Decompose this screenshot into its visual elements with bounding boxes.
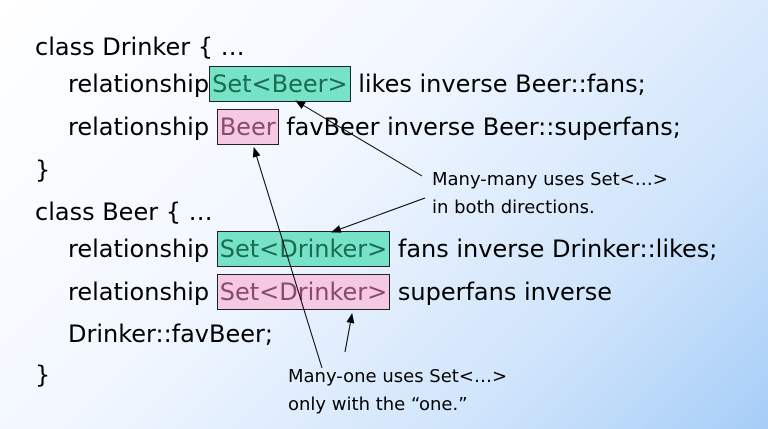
arrow-to-set-beer: [295, 100, 423, 177]
arrow-to-beer: [252, 147, 323, 369]
note-many-one-1: Many-one uses Set<…>: [288, 366, 508, 387]
keyword: relationship: [68, 278, 210, 306]
code-text: favBeer inverse Beer::superfans;: [286, 113, 681, 141]
code-line: relationship Set<Drinker> fans inverse D…: [68, 231, 717, 267]
highlight-set-beer: Set<Beer>: [209, 66, 351, 102]
code-line: relationship Set<Drinker> superfans inve…: [68, 274, 612, 310]
highlight-set-drinker: Set<Drinker>: [216, 231, 391, 267]
code-text: likes inverse Beer::fans;: [358, 70, 646, 98]
note-many-many-1: Many-many uses Set<…>: [432, 169, 668, 190]
keyword: relationship: [68, 70, 210, 98]
code-line: relationship Beer favBeer inverse Beer::…: [68, 109, 681, 145]
code-line: Drinker::favBeer;: [68, 320, 273, 348]
keyword: relationship: [68, 235, 210, 263]
code-text: superfans inverse: [397, 278, 612, 306]
arrow-to-set-drinker: [331, 197, 426, 233]
code-line: class Beer { …: [35, 198, 213, 226]
code-line: }: [35, 156, 51, 184]
code-text: fans inverse Drinker::likes;: [397, 235, 718, 263]
highlight-beer: Beer: [216, 109, 279, 145]
code-line: class Drinker { …: [35, 33, 245, 61]
note-many-many-2: in both directions.: [432, 197, 595, 218]
code-line: }: [35, 361, 51, 389]
highlight-set-drinker-pink: Set<Drinker>: [216, 274, 391, 310]
arrow-to-set-drinker-pink: [344, 313, 355, 353]
note-many-one-2: only with the “one.”: [288, 394, 468, 415]
keyword: relationship: [68, 113, 210, 141]
